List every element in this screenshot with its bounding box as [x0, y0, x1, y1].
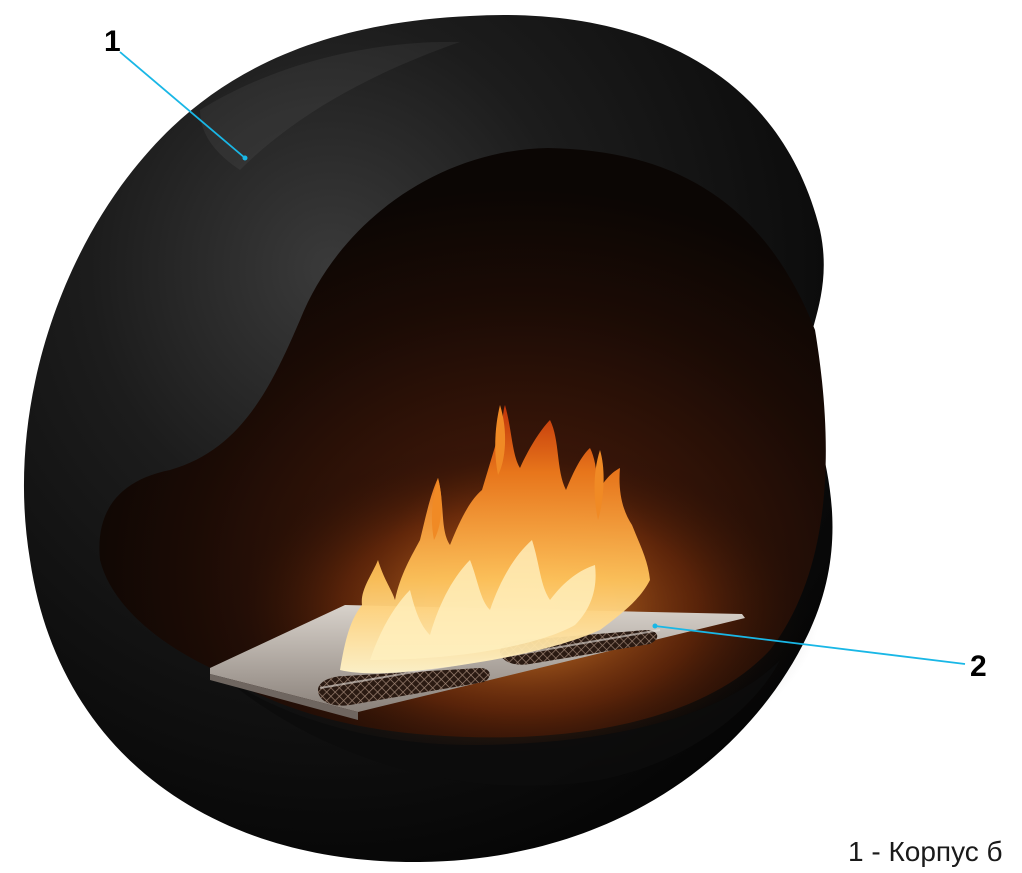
callout-1-number: 1: [104, 27, 121, 57]
callout-2-number: 2: [970, 652, 987, 682]
callout-1-dot: [243, 156, 248, 161]
legend-item-1: 1 - Корпус б: [848, 838, 1003, 866]
callout-2-dot: [653, 624, 658, 629]
